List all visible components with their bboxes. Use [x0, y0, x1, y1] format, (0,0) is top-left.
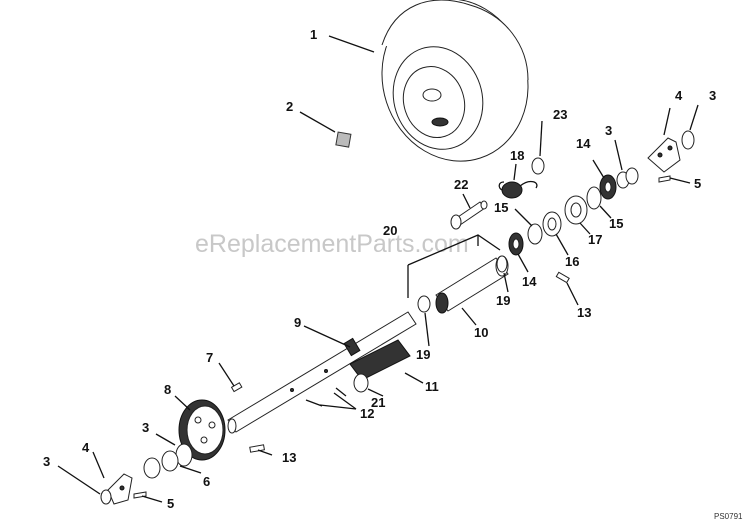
gear-8-part[interactable] [178, 399, 226, 461]
callout-3-upper-inner: 3 [605, 123, 612, 138]
callout-20: 20 [383, 223, 397, 238]
callout-6: 6 [203, 474, 210, 489]
callout-7: 7 [206, 350, 213, 365]
washer-23-part[interactable] [531, 157, 545, 175]
callout-3-lower-inner: 3 [142, 420, 149, 435]
pin-13-upper-part[interactable] [555, 271, 570, 284]
seal-15-upper-part[interactable] [586, 186, 602, 210]
seal-15-lower-part[interactable] [527, 223, 543, 245]
washer-3-lower-part[interactable] [100, 489, 112, 505]
callout-14-lower: 14 [522, 274, 537, 289]
clip-pin-12-part[interactable] [305, 387, 347, 407]
diagram-code: PS0791 [714, 512, 743, 521]
pivot-pin-part[interactable] [450, 200, 488, 230]
callout-17: 17 [588, 232, 602, 247]
callout-12: 12 [360, 406, 374, 421]
callout-13-upper: 13 [577, 305, 591, 320]
callout-5-lower: 5 [167, 496, 174, 511]
callout-18: 18 [510, 148, 524, 163]
callout-15-right: 15 [609, 216, 623, 231]
bracket-4-lower-part[interactable] [107, 473, 133, 505]
callout-8: 8 [164, 382, 171, 397]
bracket-4-upper-part[interactable] [647, 137, 681, 173]
callout-23: 23 [553, 107, 567, 122]
bushing-19-lower-part[interactable] [417, 295, 431, 313]
screw-5-upper-part[interactable] [658, 175, 671, 183]
callout-22: 22 [454, 177, 468, 192]
washer-21-part[interactable] [353, 373, 369, 393]
hub-17-part[interactable] [564, 195, 588, 225]
torsion-spring-part[interactable] [498, 180, 538, 199]
callout-labels: 1 2 23 18 22 14 3 4 3 5 15 17 16 15 14 1… [43, 27, 716, 511]
callout-5-upper: 5 [694, 176, 701, 191]
wheel-tire-part[interactable] [361, 0, 549, 180]
callout-13-lower: 13 [282, 450, 296, 465]
callout-15-left: 15 [494, 200, 508, 215]
callout-16: 16 [565, 254, 579, 269]
washer-3-upper-part[interactable] [681, 130, 695, 150]
callout-4-lower: 4 [82, 440, 90, 455]
decal-plate-part[interactable] [335, 131, 352, 148]
spacer-3-upper-part[interactable] [616, 167, 639, 189]
key-7-part[interactable] [230, 382, 243, 393]
bushing-19-upper-part[interactable] [496, 255, 508, 273]
drive-shaft-part[interactable] [227, 311, 417, 434]
callout-11: 11 [425, 379, 439, 394]
bearing-14-lower-part[interactable] [508, 232, 524, 256]
callout-3-upper-outer: 3 [709, 88, 716, 103]
callout-19-lower: 19 [416, 347, 430, 362]
bearing-14-upper-part[interactable] [599, 174, 617, 200]
spacer-3-lower-part[interactable] [175, 443, 193, 467]
callout-10: 10 [474, 325, 488, 340]
watermark-text: eReplacementParts.com [195, 230, 469, 258]
callout-21: 21 [371, 395, 385, 410]
callout-9: 9 [294, 315, 301, 330]
callout-2: 2 [286, 99, 293, 114]
group-bracket-20 [407, 234, 501, 298]
callout-4-upper: 4 [675, 88, 683, 103]
spacer-6-part[interactable] [143, 450, 179, 479]
callout-19-upper: 19 [496, 293, 510, 308]
callout-3-lower-outer: 3 [43, 454, 50, 469]
leader-lines [57, 35, 699, 503]
bushing-16-part[interactable] [542, 211, 562, 237]
callout-1: 1 [310, 27, 317, 42]
callout-14-upper: 14 [576, 136, 591, 151]
